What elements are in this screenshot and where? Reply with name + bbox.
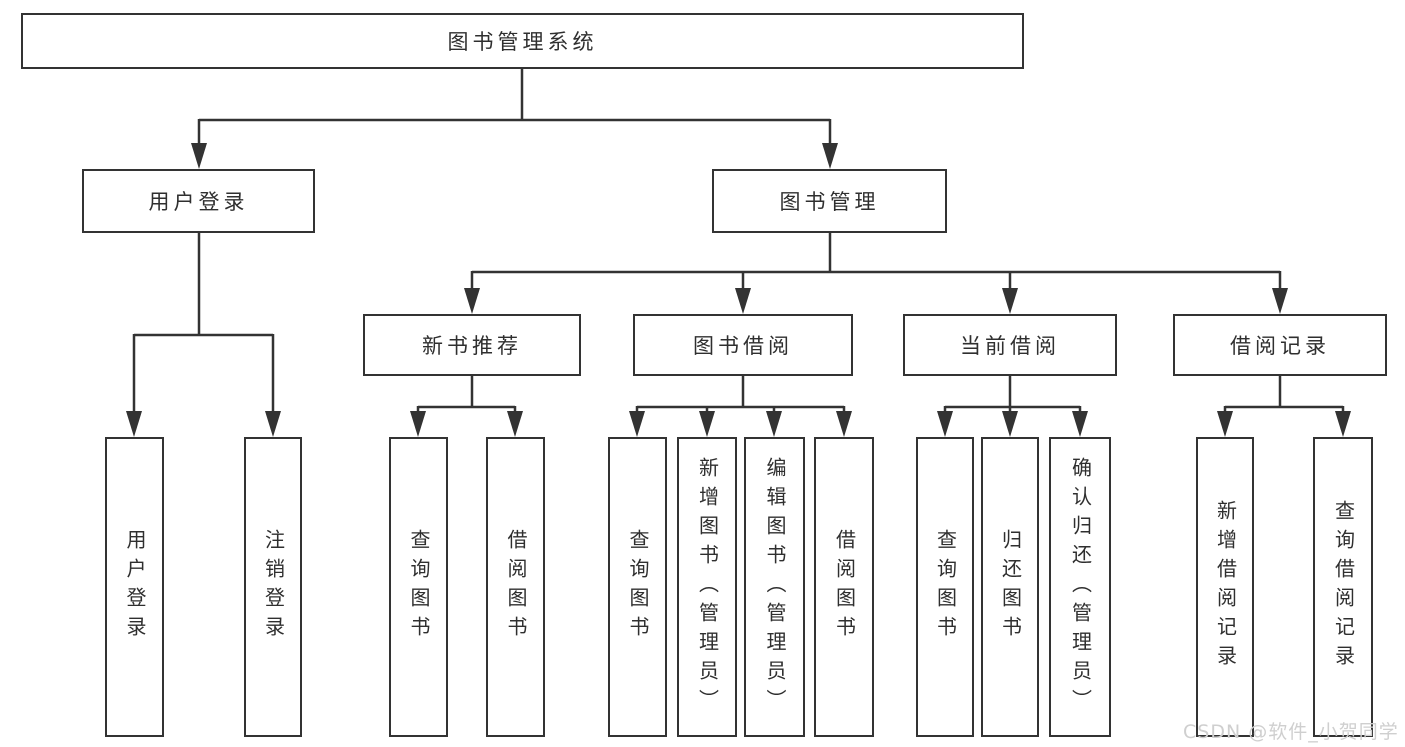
leaf-label: 新增图书（管理员）	[695, 456, 720, 718]
connector-borrowrecords-to-leaves	[1223, 376, 1345, 416]
connector-bookmgmt-to-level3	[470, 233, 1282, 293]
connector-root-to-level2	[197, 69, 832, 148]
leaf-logout: 注销登录	[244, 437, 302, 737]
connector-bookborrow-to-leaves	[635, 376, 846, 416]
leaf-label: 归还图书	[998, 529, 1023, 645]
node-borrow-records: 借阅记录	[1173, 314, 1387, 376]
leaf-return-books: 归还图书	[981, 437, 1039, 737]
arrowheads	[126, 143, 1351, 437]
leaf-label: 用户登录	[123, 529, 147, 645]
leaf-label: 查询图书	[933, 529, 958, 645]
node-current-borrow: 当前借阅	[903, 314, 1117, 376]
leaf-query-books-current: 查询图书	[916, 437, 974, 737]
csdn-watermark: CSDN @软件_小贺同学	[1183, 721, 1399, 743]
leaf-query-books-borrow: 查询图书	[608, 437, 667, 737]
leaf-label: 注销登录	[261, 529, 286, 645]
node-root-library-system: 图书管理系统	[21, 13, 1024, 69]
leaf-query-books-rec: 查询图书	[389, 437, 448, 737]
leaf-borrow-books-rec: 借阅图书	[486, 437, 545, 737]
leaf-label: 查询图书	[407, 529, 431, 645]
leaf-label: 新增借阅记录	[1213, 500, 1238, 674]
connector-currentborrow-to-leaves	[943, 376, 1082, 416]
leaf-label: 查询借阅记录	[1331, 500, 1356, 674]
connector-newbookrec-to-leaves	[416, 376, 517, 416]
leaf-confirm-return-admin: 确认归还（管理员）	[1049, 437, 1111, 737]
leaf-edit-books-admin: 编辑图书（管理员）	[744, 437, 805, 737]
node-user-login: 用户登录	[82, 169, 315, 233]
leaf-label: 借阅图书	[832, 529, 857, 645]
leaf-label: 借阅图书	[504, 529, 528, 645]
leaf-label: 查询图书	[626, 529, 650, 645]
leaf-user-login: 用户登录	[105, 437, 164, 737]
leaf-add-books-admin: 新增图书（管理员）	[677, 437, 737, 737]
leaf-borrow-books: 借阅图书	[814, 437, 874, 737]
connector-userlogin-to-leaves	[132, 233, 275, 416]
leaf-add-borrow-record: 新增借阅记录	[1196, 437, 1254, 737]
leaf-query-borrow-record: 查询借阅记录	[1313, 437, 1373, 737]
leaf-label: 确认归还（管理员）	[1068, 456, 1093, 718]
node-book-borrow: 图书借阅	[633, 314, 853, 376]
leaf-label: 编辑图书（管理员）	[763, 456, 787, 718]
node-book-management: 图书管理	[712, 169, 947, 233]
node-new-book-recommend: 新书推荐	[363, 314, 581, 376]
